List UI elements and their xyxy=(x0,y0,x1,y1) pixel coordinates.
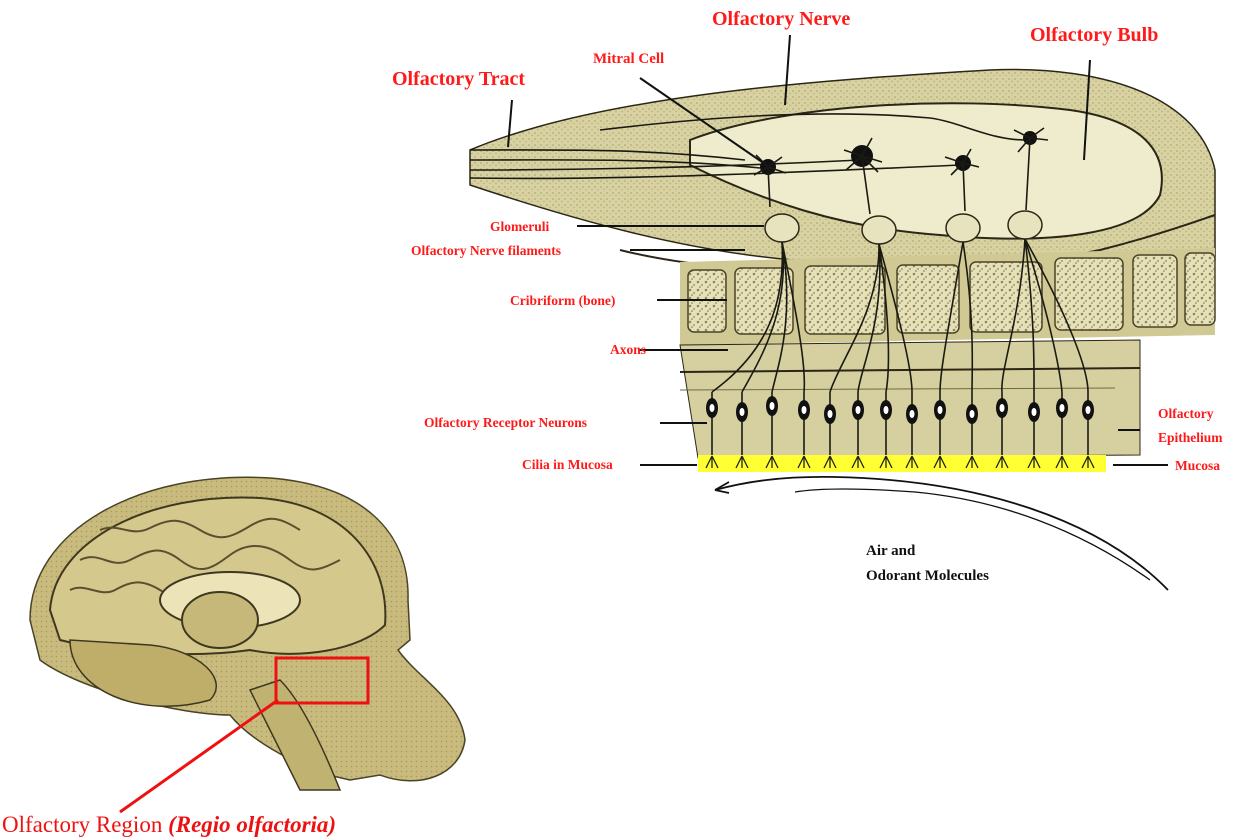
olfactory-region-latin: (Regio olfactoria) xyxy=(168,812,336,837)
label-olfactory-epithelium-1: Olfactory xyxy=(1158,406,1214,421)
label-mitral-cell: Mitral Cell xyxy=(593,51,664,67)
label-glomeruli: Glomeruli xyxy=(490,219,549,234)
label-olfactory-nerve: Olfactory Nerve xyxy=(712,8,850,30)
brain-sagittal-view xyxy=(30,477,465,812)
label-olfactory-region: Olfactory Region (Regio olfactoria) xyxy=(2,812,336,837)
label-olfactory-bulb: Olfactory Bulb xyxy=(1030,24,1158,46)
label-mucosa: Mucosa xyxy=(1175,458,1220,473)
glomerulus xyxy=(862,216,896,244)
label-olfactory-tract: Olfactory Tract xyxy=(392,68,525,90)
label-olfactory-nerve-filaments: Olfactory Nerve filaments xyxy=(411,243,561,258)
mucosa-layer xyxy=(698,455,1106,472)
label-olfactory-epithelium-2: Epithelium xyxy=(1158,430,1223,445)
olfactory-region-main: Olfactory Region xyxy=(2,812,168,837)
label-olfactory-receptor-neurons: Olfactory Receptor Neurons xyxy=(424,415,587,430)
label-axons: Axons xyxy=(610,342,646,357)
label-cribriform-bone: Cribriform (bone) xyxy=(510,293,615,308)
glomerulus xyxy=(1008,211,1042,239)
label-odorant-molecules: Odorant Molecules xyxy=(866,568,989,584)
glomerulus xyxy=(946,214,980,242)
label-cilia-in-mucosa: Cilia in Mucosa xyxy=(522,457,613,472)
olfactory-bulb-structure xyxy=(470,70,1215,269)
label-air: Air and xyxy=(866,543,916,559)
glomerulus xyxy=(765,214,799,242)
olfactory-region-pointer xyxy=(120,700,278,812)
